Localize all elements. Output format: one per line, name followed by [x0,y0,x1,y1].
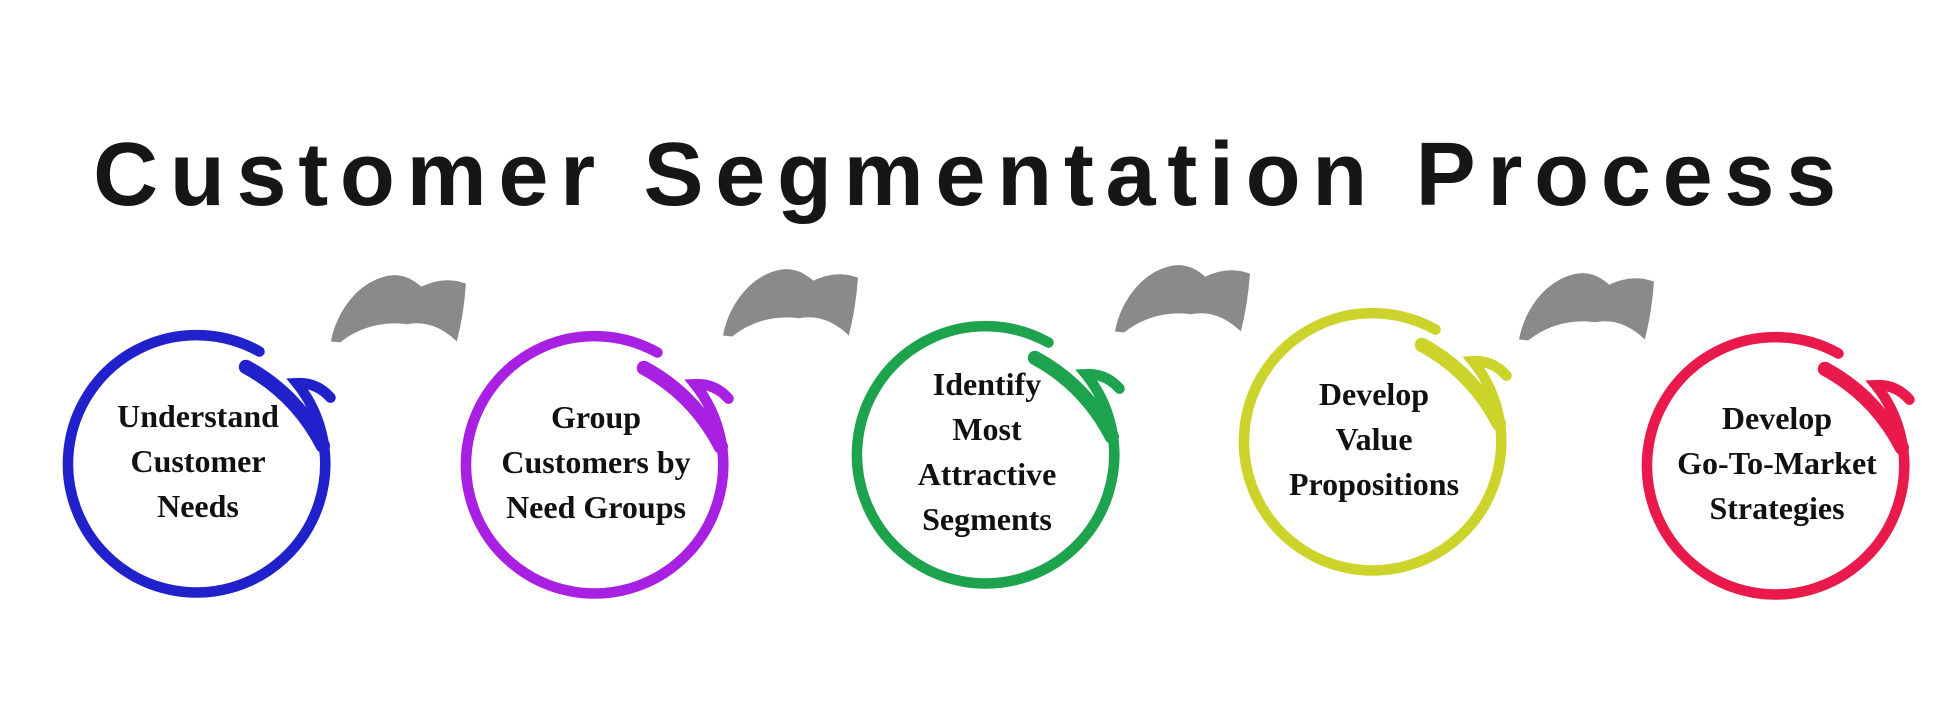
step-node-group-customers-by-need-groups: Group Customers by Need Groups [452,318,740,606]
page-title: Customer Segmentation Process [93,125,1848,226]
hand-drawn-circle-icon [1238,307,1512,576]
curved-arrow-icon [1112,258,1254,340]
curved-arrow-icon [720,262,862,344]
step-label: Develop Go-To-Market Strategies [1677,399,1877,526]
hand-drawn-circle-icon [1641,331,1915,600]
step-node-understand-customer-needs: Understand Customer Needs [54,317,342,605]
hand-drawn-circle-icon [851,320,1125,589]
step-label: Understand Customer Needs [117,397,279,524]
curved-arrow-icon [1516,266,1658,348]
step-label: Group Customers by Need Groups [501,398,691,525]
step-node-develop-value-propositions: Develop Value Propositions [1230,295,1518,583]
curved-arrow-icon [328,268,470,350]
step-label: Identify Most Attractive Segments [917,366,1057,537]
hand-drawn-circle-icon [62,329,336,598]
step-node-develop-go-to-market-strategies: Develop Go-To-Market Strategies [1633,319,1921,607]
hand-drawn-circle-icon [460,330,734,599]
step-label: Develop Value Propositions [1288,375,1460,502]
step-node-identify-most-attractive-segments: Identify Most Attractive Segments [843,308,1131,596]
